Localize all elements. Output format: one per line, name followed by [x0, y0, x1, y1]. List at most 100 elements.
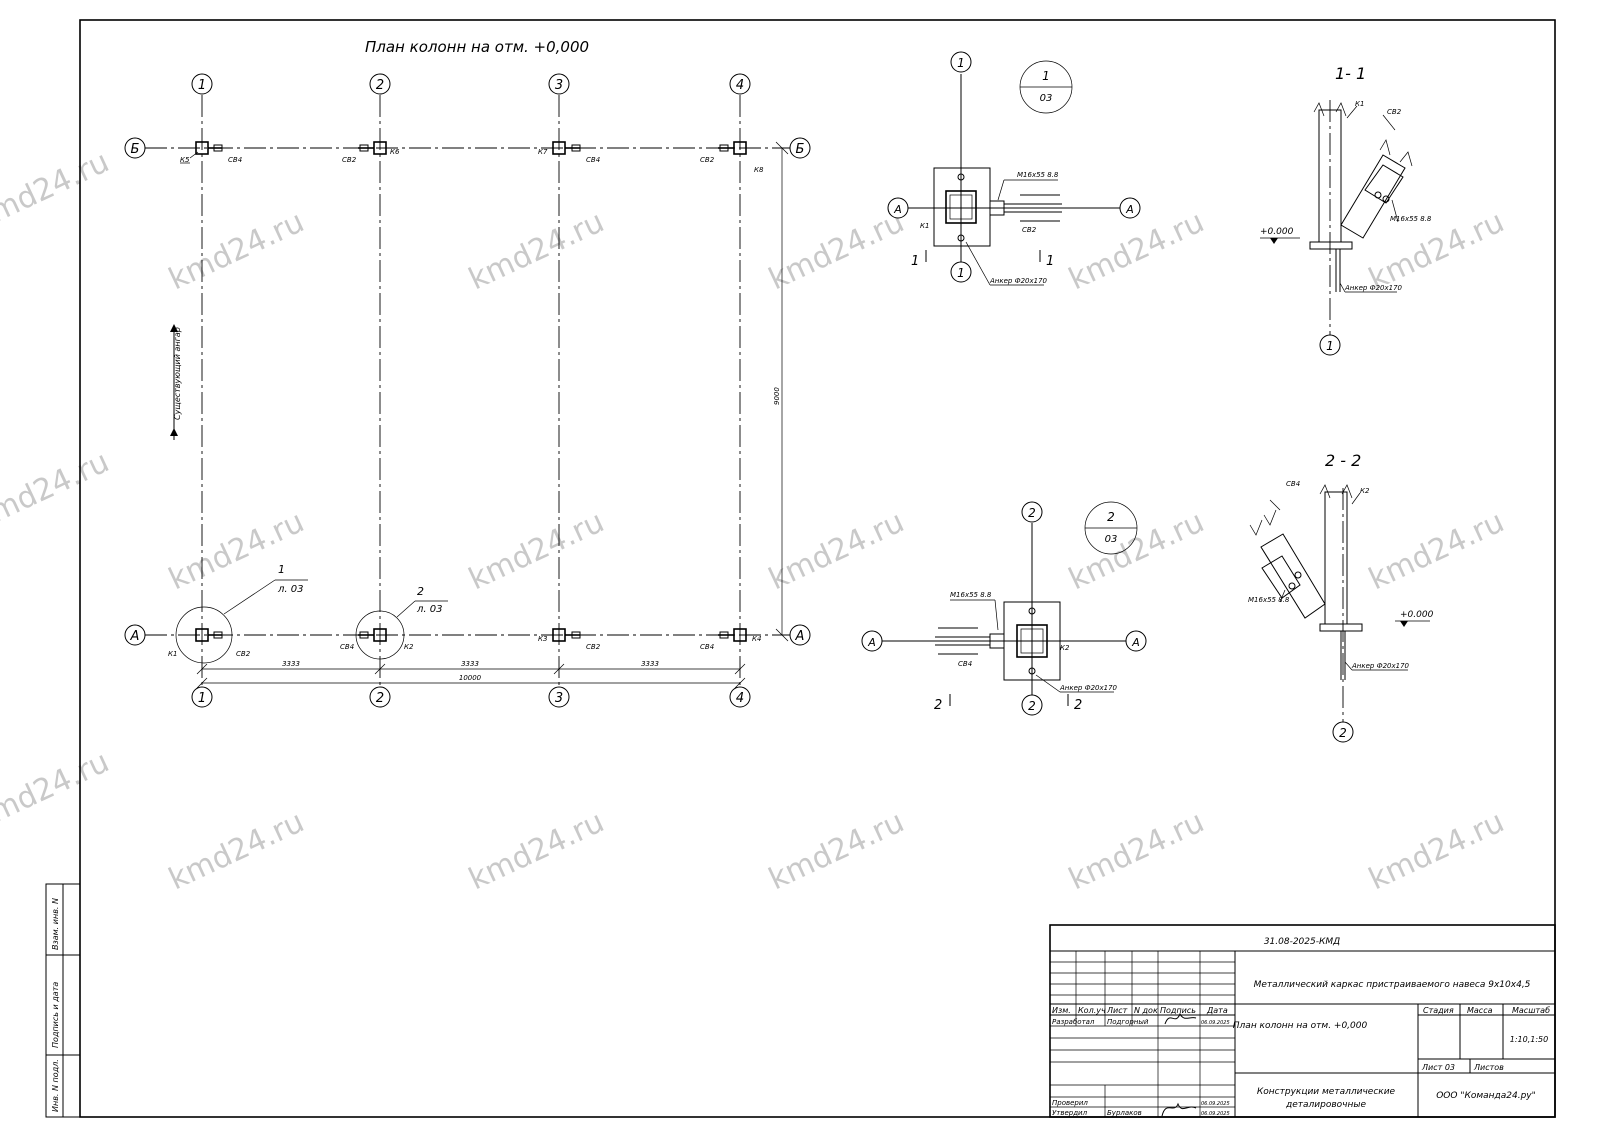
section-name: деталировочные: [1285, 1100, 1366, 1110]
watermarks: kmd24.ru kmd24.ru kmd24.ru kmd24.ru kmd2…: [0, 144, 1510, 897]
row-bubble: [124, 624, 146, 646]
watermark: kmd24.ru: [0, 144, 115, 237]
section-1-1: 1- 1 1 К1 СВ2 +0.000 М16х55 8.8 Анкер Ф2…: [1260, 64, 1432, 356]
column-label: К1: [1355, 100, 1364, 108]
watermark: kmd24.ru: [1364, 504, 1510, 597]
axis-label: 1: [198, 78, 206, 93]
watermark: kmd24.ru: [164, 804, 310, 897]
watermark: kmd24.ru: [464, 504, 610, 597]
section-cut-mark: 1: [911, 254, 919, 269]
column-label: К6: [390, 148, 400, 156]
column-label: К1: [920, 222, 929, 230]
bolt-label: М16х55 8.8: [1248, 596, 1290, 604]
axis-bubble: [191, 686, 213, 708]
column-label: К7: [538, 148, 548, 156]
axis-label: 2: [376, 691, 384, 706]
stage-header: Стадия: [1423, 1006, 1454, 1015]
row-label: А: [1125, 203, 1134, 216]
column-plan: План колонн на отм. +0,000 1 2 3 4 1 2 3…: [124, 38, 811, 708]
column-label: СВ4: [700, 643, 714, 651]
side-stamp-sign-date: Подпись и дата: [51, 982, 60, 1048]
date: 06.09.2025: [1201, 1020, 1230, 1026]
col-header: Изм.: [1052, 1006, 1071, 1015]
role: Утвердил: [1052, 1109, 1088, 1117]
section-title: 1- 1: [1335, 64, 1366, 83]
node-1-detail: 1 03 1 1 А А М16х55 8.8 К1 СВ2 Анкер Ф20…: [887, 51, 1141, 286]
row-label: Б: [131, 142, 140, 157]
role: Разработал: [1052, 1018, 1095, 1026]
project-name: Металлический каркас пристраиваемого нав…: [1254, 980, 1531, 990]
bolt-label: М16х55 8.8: [1390, 215, 1432, 223]
person: Подгорный: [1107, 1018, 1149, 1026]
axis-label: 2: [1028, 506, 1036, 520]
col-header: Дата: [1206, 1006, 1228, 1015]
dim-span: 3333: [641, 660, 659, 668]
axis-bubble: [729, 73, 751, 95]
column-label: СВ4: [340, 643, 354, 651]
axis-bubble: [191, 73, 213, 95]
anchor-label: Анкер Ф20х170: [1351, 662, 1410, 670]
section-name: Конструкции металлические: [1257, 1087, 1396, 1097]
row-label: А: [1131, 636, 1140, 649]
col-header: Лист: [1106, 1006, 1128, 1015]
axis-label: 4: [736, 691, 744, 706]
row-label: Б: [796, 142, 805, 157]
axis-bubble: [548, 686, 570, 708]
section-cut-mark: 2: [934, 698, 942, 713]
date: 06.09.2025: [1201, 1111, 1230, 1117]
col-header: N док: [1134, 1006, 1158, 1015]
column-label: К1: [168, 650, 177, 658]
column-label: К3: [538, 635, 547, 643]
row-bubble: [789, 624, 811, 646]
section-2-2: 2 - 2 2 К2 СВ4 +0.000 М16х55 8.8 Анкер Ф…: [1248, 451, 1434, 743]
sheets-count: Листов: [1473, 1063, 1504, 1072]
col-header: Кол.уч: [1078, 1006, 1106, 1015]
axis-label: 3: [555, 78, 563, 93]
brace: [1260, 533, 1326, 619]
axis-label: 1: [198, 691, 206, 706]
column-label: СВ2: [700, 156, 715, 164]
sheet-frame: [79, 19, 1556, 1118]
person: Бурлаков: [1107, 1109, 1142, 1117]
signature: [1164, 1012, 1197, 1025]
node-ref-num: 2: [1107, 510, 1115, 524]
watermark: kmd24.ru: [164, 204, 310, 297]
brace-label: СВ4: [1286, 480, 1300, 488]
section-cut-mark: 2: [1074, 698, 1082, 713]
side-stamp-replace: Взам. инв. N: [51, 898, 60, 950]
column-label: СВ4: [586, 156, 600, 164]
callout-circle-2: [355, 610, 405, 660]
watermark: kmd24.ru: [764, 504, 910, 597]
section-cut-mark: 1: [1046, 254, 1054, 269]
axis-label: 1: [957, 56, 965, 70]
brace-label: СВ2: [1022, 226, 1037, 234]
brace: [1340, 154, 1406, 239]
date: 06.09.2025: [1201, 1101, 1230, 1107]
watermark: kmd24.ru: [464, 204, 610, 297]
sheet-number: Лист 03: [1421, 1063, 1455, 1072]
column-label: СВ2: [586, 643, 601, 651]
row-label: А: [130, 629, 140, 644]
callout-sheet: л. 03: [277, 584, 303, 595]
plan-title: План колонн на отм. +0,000: [365, 38, 589, 56]
watermark: kmd24.ru: [464, 804, 610, 897]
axis-bubble: [548, 73, 570, 95]
node-ref-sheet: 03: [1040, 93, 1053, 104]
base-plate: [1319, 623, 1363, 632]
callout-circle-1: [175, 606, 233, 664]
doc-code: 31.08-2025-КМД: [1264, 937, 1340, 947]
node-ref-sheet: 03: [1105, 534, 1118, 545]
mass-header: Масса: [1467, 1006, 1493, 1015]
column-label: СВ4: [228, 156, 242, 164]
axis-bubble: [369, 686, 391, 708]
column-label: СВ2: [342, 156, 357, 164]
axis-label: 1: [1326, 339, 1334, 353]
axis-bubble: [369, 73, 391, 95]
column-elevation: [1324, 491, 1348, 625]
dim-total: 10000: [459, 674, 482, 682]
bolt-label: М16х55 8.8: [1017, 171, 1059, 179]
col-header: Подпись: [1160, 1006, 1196, 1015]
organization: ООО "Команда24.ру": [1436, 1091, 1536, 1101]
level-mark: +0.000: [1400, 610, 1434, 620]
